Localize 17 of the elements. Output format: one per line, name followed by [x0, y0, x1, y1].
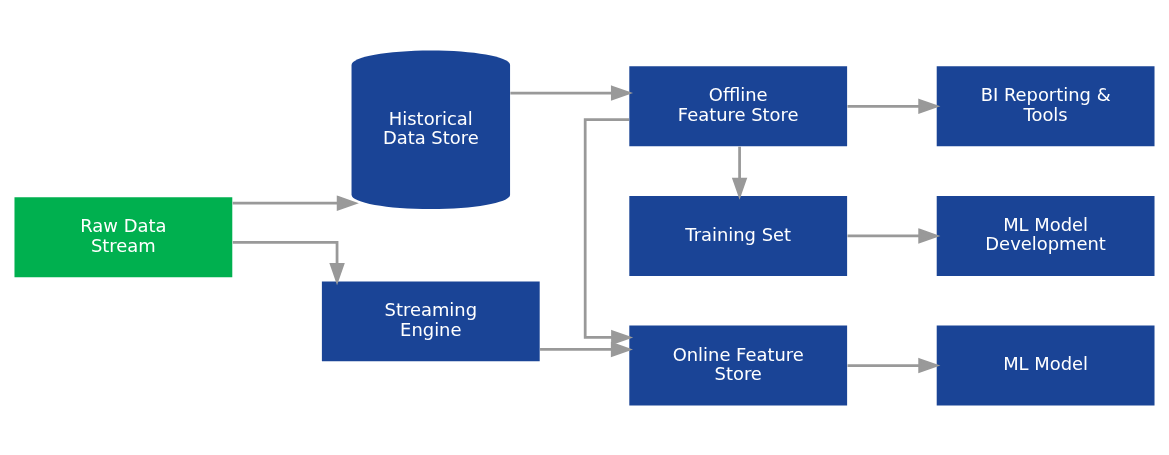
arrow [232, 240, 345, 285]
arrow [847, 357, 941, 373]
node-box: Online Feature Store [629, 325, 848, 405]
node-box: Raw Data Stream [14, 196, 233, 277]
node-box: BI Reporting & Tools [936, 65, 1155, 146]
arrow [847, 98, 941, 114]
node-box: Training Set [629, 195, 848, 276]
arrow [731, 146, 748, 200]
arrow [847, 227, 941, 244]
arrow [232, 194, 359, 211]
node-box: Offline Feature Store [629, 65, 848, 146]
node-box: ML Model Development [936, 195, 1155, 276]
node-box: Streaming Engine [321, 280, 540, 361]
arrow [540, 341, 633, 357]
arrow [583, 117, 634, 345]
node-box: ML Model [936, 325, 1155, 405]
arrow [510, 84, 634, 101]
